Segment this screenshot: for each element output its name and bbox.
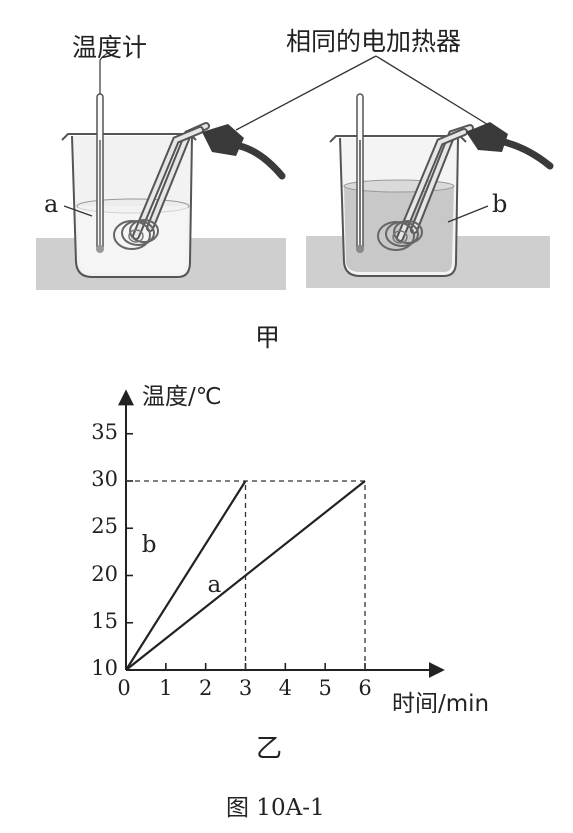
- y-tick-label: 20: [91, 561, 118, 586]
- series-line-a: [125, 480, 366, 671]
- thermometer-icon: [96, 49, 115, 253]
- y-axis-label: 温度/℃: [142, 384, 222, 410]
- caption-yi: 乙: [256, 734, 283, 764]
- x-tick-label: 6: [358, 676, 372, 700]
- y-tick-label: 35: [91, 419, 118, 444]
- temperature-time-chart: [118, 389, 445, 678]
- figure-caption: 图 10A-1: [226, 795, 325, 821]
- x-tick-label: 2: [198, 676, 213, 700]
- heater-label: 相同的电加热器: [286, 27, 462, 56]
- thermometer-b-icon: [356, 93, 364, 253]
- x-tick-label: 0: [117, 676, 131, 700]
- liquid-b-label: b: [492, 190, 508, 218]
- x-axis-label: 时间/min: [392, 691, 490, 717]
- liquid-a-label: a: [44, 190, 59, 218]
- thermometer-label: 温度计: [72, 33, 148, 62]
- y-tick-label: 15: [91, 608, 118, 633]
- leader-lines: [63, 55, 491, 223]
- x-tick-label: 4: [278, 676, 293, 700]
- heater-b-icon: [377, 122, 554, 251]
- beaker-illustration: [36, 49, 554, 290]
- y-tick-label: 30: [91, 467, 118, 491]
- x-tick-label: 1: [159, 676, 173, 700]
- series-line-b: [125, 480, 247, 671]
- x-tick-label: 5: [318, 676, 332, 700]
- x-tick-label: 3: [238, 676, 253, 700]
- caption-jia: 甲: [255, 323, 281, 352]
- heater-a-icon: [113, 122, 286, 250]
- y-tick-label: 25: [91, 514, 118, 539]
- series-label-a: a: [207, 571, 222, 598]
- series-label-b: b: [141, 531, 157, 558]
- y-tick-label: 10: [91, 656, 118, 680]
